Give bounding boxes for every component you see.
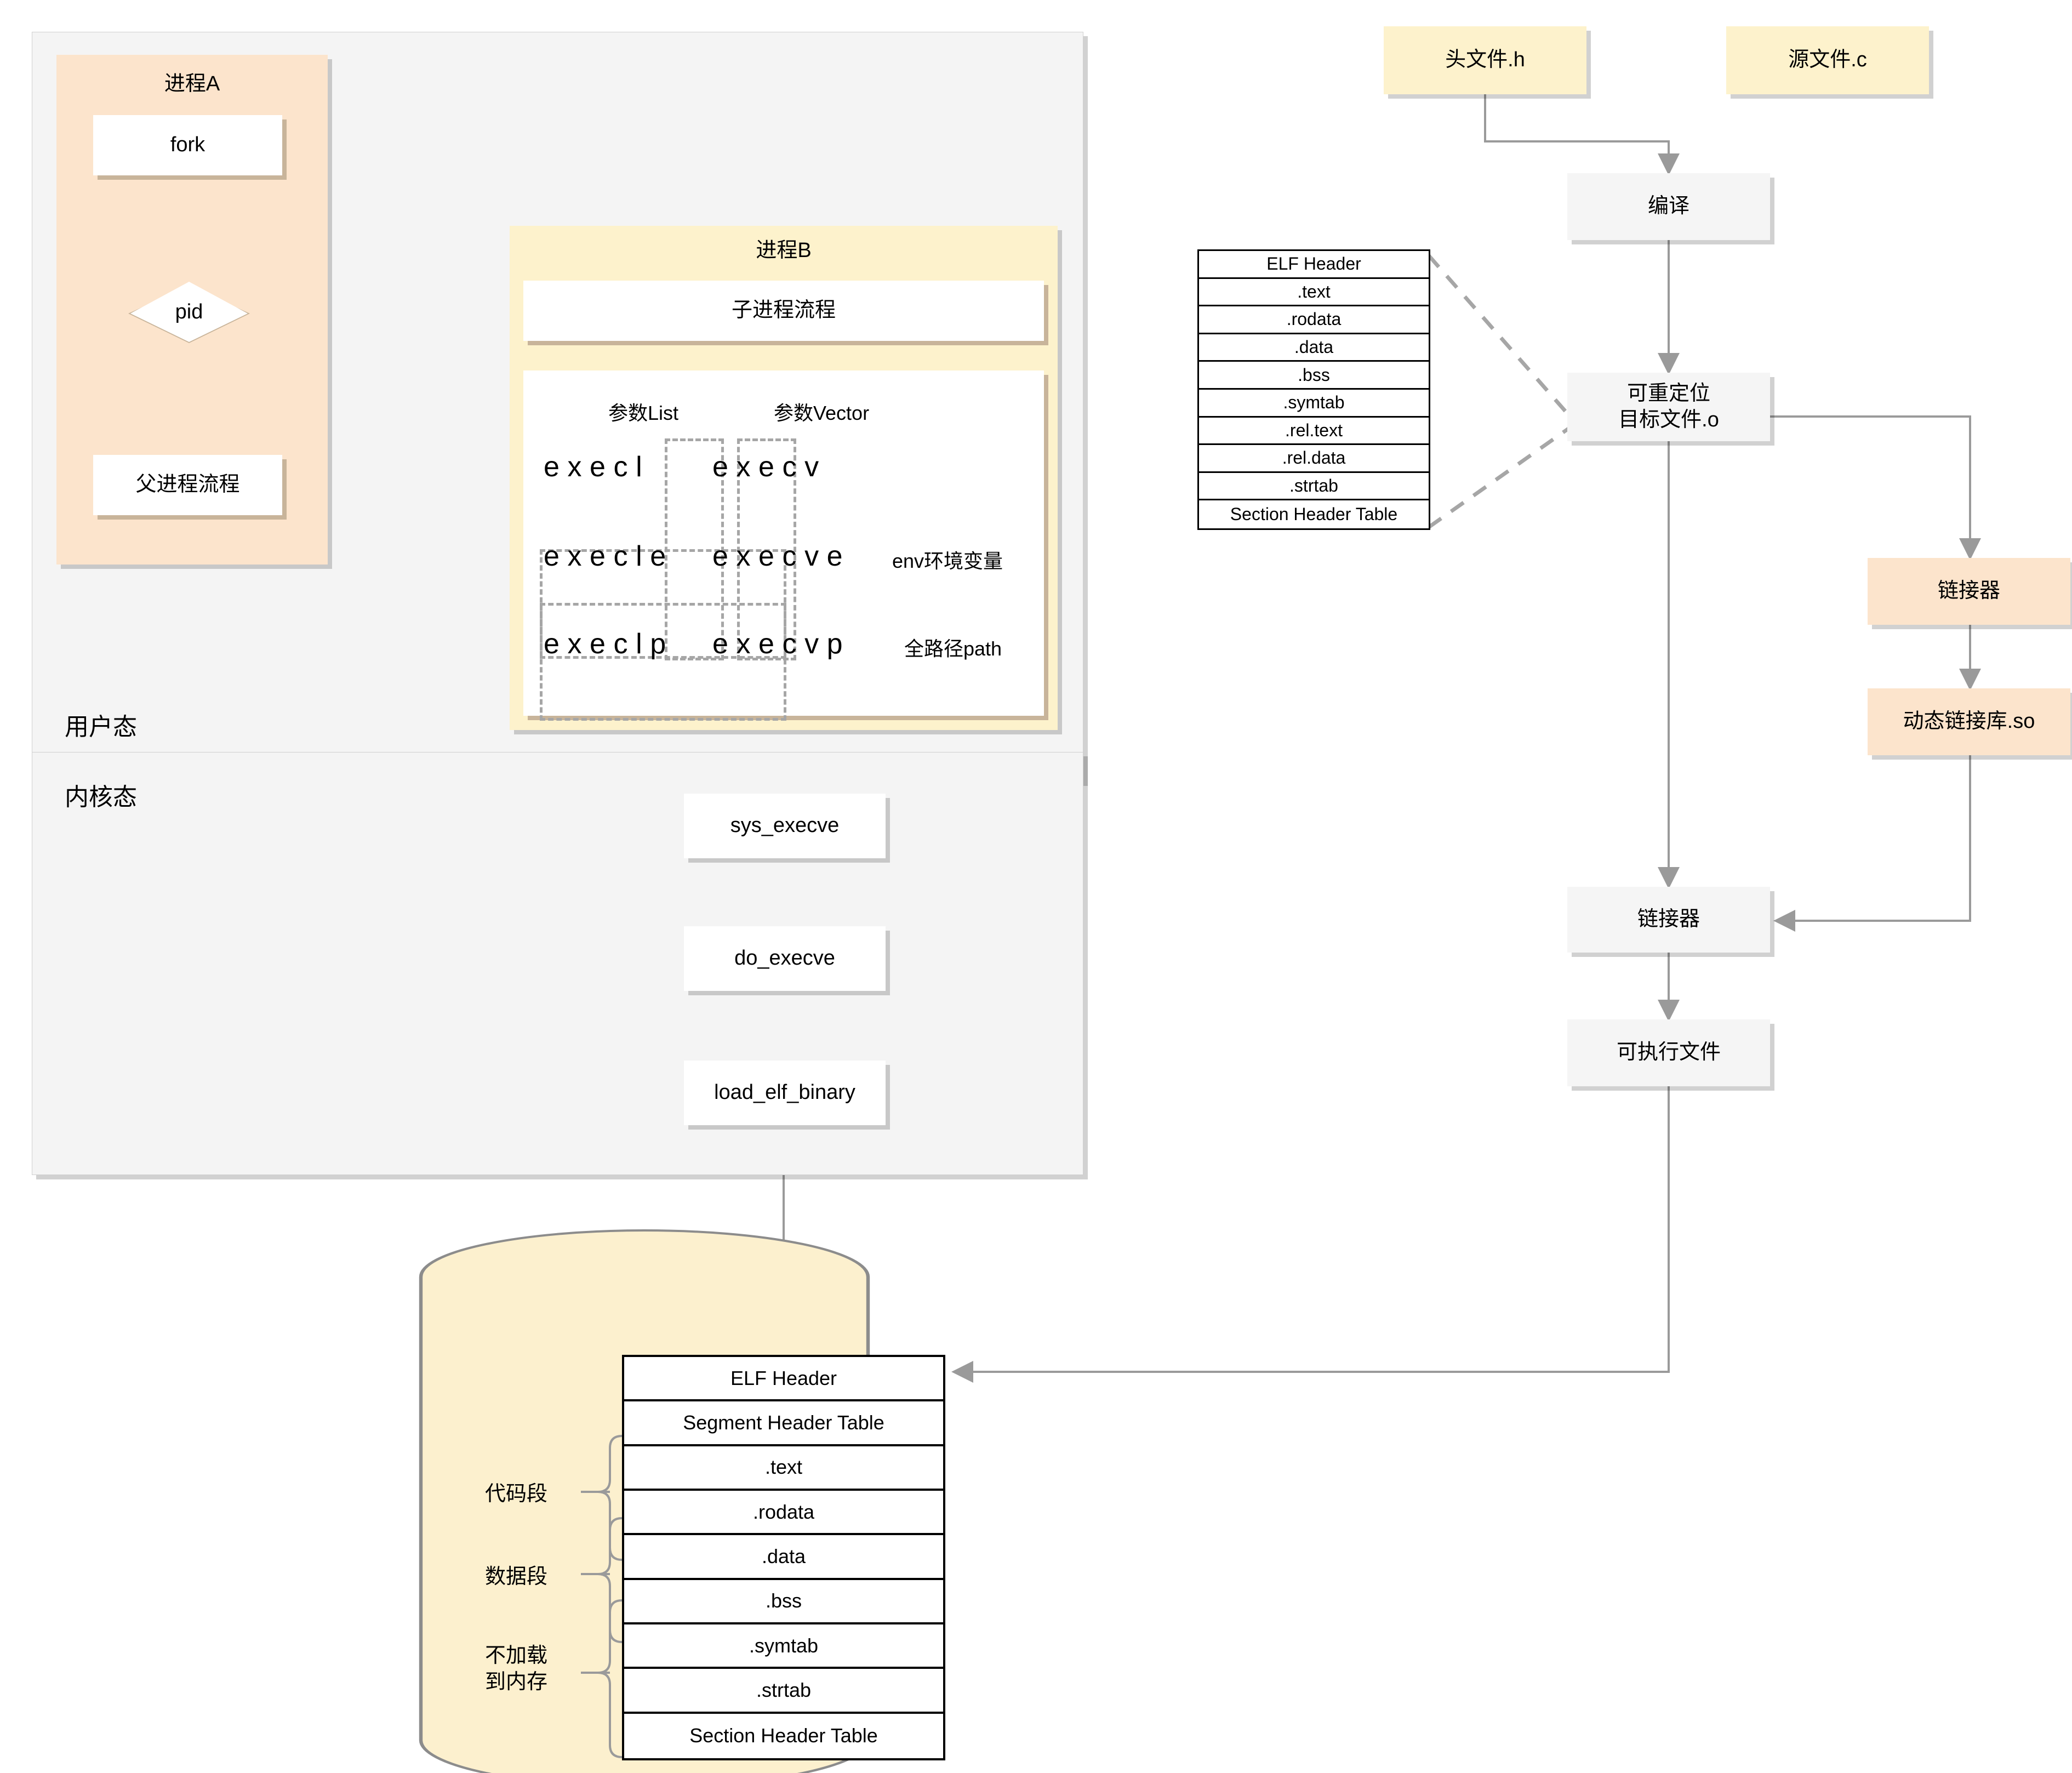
child-flow-box[interactable]: 子进程流程 [523,281,1044,341]
edge-header-to-compile [1484,94,1680,175]
segment-label-nonload: 不加载 到内存 [485,1643,547,1695]
shared-object-box[interactable]: 动态链接库.so [1868,688,2070,755]
header-file-box[interactable]: 头文件.h [1384,26,1586,94]
exec-cell-r2-vector: execvp [712,628,851,660]
kernel-mode-label: 内核态 [65,784,137,811]
dash-highlight-p-row [540,603,786,721]
memory-elf-row: .strtab [624,1669,943,1714]
exec-cell-r1-list: execle [544,540,674,572]
memory-elf-row: .data [624,1535,943,1580]
relocatable-elf-row: .symtab [1199,390,1429,418]
do-execve-box[interactable]: do_execve [684,926,886,991]
relocatable-object-line2: 目标文件.o [1618,408,1719,431]
edge-so-to-finallinker [1773,755,1971,932]
final-linker-box[interactable]: 链接器 [1567,887,1770,953]
relocatable-object-box[interactable]: 可重定位 目标文件.o [1567,373,1770,441]
kernel-mode-panel [32,752,1083,1175]
segment-label-code: 代码段 [485,1483,548,1506]
memory-elf-row: .symtab [624,1624,943,1669]
callout-line-bottom [1427,426,1572,529]
relocatable-elf-row: .bss [1199,362,1429,390]
segment-label-nonload-line2: 到内存 [485,1670,548,1694]
exec-note-env: env环境变量 [892,550,1003,572]
process-b-title: 进程B [756,239,812,262]
relocatable-object-line1: 可重定位 [1626,382,1710,405]
relocatable-elf-row: .strtab [1199,473,1429,501]
pid-label: pid [175,300,203,323]
callout-dashed-lines [1427,254,1572,529]
exec-cell-r0-vector: execv [712,451,827,483]
exec-note-path: 全路径path [904,637,1002,660]
process-a-title: 进程A [164,72,220,95]
relocatable-elf-row: .rel.data [1199,445,1429,473]
compile-box[interactable]: 编译 [1567,173,1770,240]
segment-label-nonload-line1: 不加载 [485,1644,548,1667]
parent-flow-box[interactable]: 父进程流程 [93,455,282,515]
executable-box[interactable]: 可执行文件 [1567,1019,1770,1086]
memory-elf-row: .text [624,1446,943,1491]
relocatable-elf-row: .rel.text [1199,418,1429,446]
exec-col-header-list: 参数List [608,402,679,424]
pid-decision[interactable]: pid [126,282,252,345]
exec-col-header-vector: 参数Vector [774,402,870,424]
relocatable-elf-row: .data [1199,334,1429,362]
memory-elf-row: Segment Header Table [624,1401,943,1446]
source-file-box[interactable]: 源文件.c [1726,26,1929,94]
relocatable-elf-table: ELF Header.text.rodata.data.bss.symtab.r… [1197,249,1430,530]
relocatable-elf-row: Section Header Table [1230,504,1398,525]
load-elf-binary-box[interactable]: load_elf_binary [684,1061,886,1125]
memory-elf-row: Section Header Table [689,1724,878,1747]
dynamic-linker-box[interactable]: 链接器 [1868,558,2070,625]
edge-relocatable-to-dynlinker [1765,415,1981,560]
sys-execve-box[interactable]: sys_execve [684,794,886,858]
relocatable-elf-row: .text [1199,279,1429,307]
segment-label-data: 数据段 [485,1565,548,1588]
exec-cell-r0-list: execl [544,451,650,483]
memory-elf-row: .rodata [624,1491,943,1536]
edge-executable-to-memory [951,1086,1670,1383]
exec-cell-r2-list: execlp [544,628,674,660]
relocatable-elf-row: ELF Header [1199,251,1429,279]
memory-elf-row: .bss [624,1580,943,1624]
segment-braces [581,1435,623,1758]
fork-box[interactable]: fork [93,115,282,175]
exec-cell-r1-vector: execve [712,540,851,572]
callout-line-top [1427,254,1572,418]
memory-elf-row: ELF Header [624,1357,943,1402]
relocatable-elf-row: .rodata [1199,306,1429,334]
user-mode-label: 用户态 [65,714,137,740]
